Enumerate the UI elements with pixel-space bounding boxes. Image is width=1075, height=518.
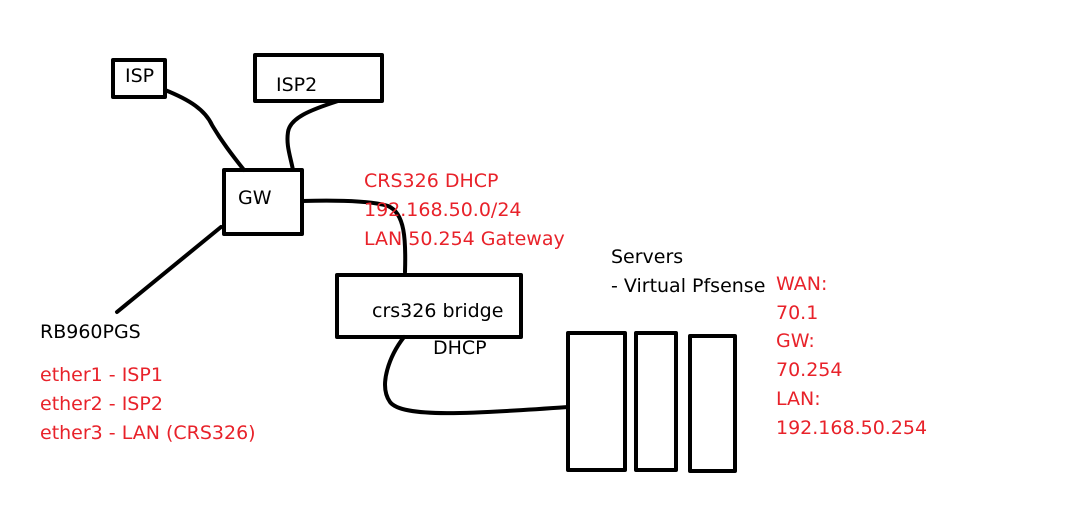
gw-label: GW (238, 187, 272, 209)
router-port-1: ether1 - ISP1 (40, 364, 163, 386)
link-isp-gw (163, 88, 246, 172)
dhcp-label: DHCP (433, 337, 487, 359)
crs-dhcp-note-1: CRS326 DHCP (364, 170, 499, 192)
server-rack-2 (634, 331, 678, 472)
bridge-label: crs326 bridge (372, 300, 504, 322)
pfsense-config-1: WAN: (776, 273, 828, 295)
servers-title: Servers (611, 246, 684, 268)
crs-dhcp-note-2: 192.168.50.0/24 (364, 199, 522, 221)
isp2-box (253, 53, 384, 103)
router-port-2: ether2 - ISP2 (40, 393, 163, 415)
link-gw-router (115, 225, 223, 314)
pfsense-config-5: LAN: (776, 388, 821, 410)
pfsense-config-4: 70.254 (776, 359, 843, 381)
server-rack-1 (566, 331, 627, 472)
crs-dhcp-note-3: LAN 50.254 Gateway (364, 228, 565, 250)
server-rack-3 (688, 334, 737, 473)
isp-label: ISP (125, 65, 155, 87)
pfsense-config-6: 192.168.50.254 (776, 417, 928, 439)
link-isp2-gw (285, 99, 340, 172)
servers-item: - Virtual Pfsense (611, 275, 766, 297)
gw-box (222, 168, 304, 236)
router-name: RB960PGS (40, 321, 141, 343)
isp2-label: ISP2 (276, 74, 318, 96)
isp-box (111, 58, 167, 99)
link-gw-bridge (300, 198, 408, 274)
pfsense-config-3: GW: (776, 330, 815, 352)
bridge-box (335, 273, 523, 339)
router-port-3: ether3 - LAN (CRS326) (40, 422, 256, 444)
link-bridge-servers (383, 335, 570, 416)
pfsense-config-2: 70.1 (776, 302, 819, 324)
